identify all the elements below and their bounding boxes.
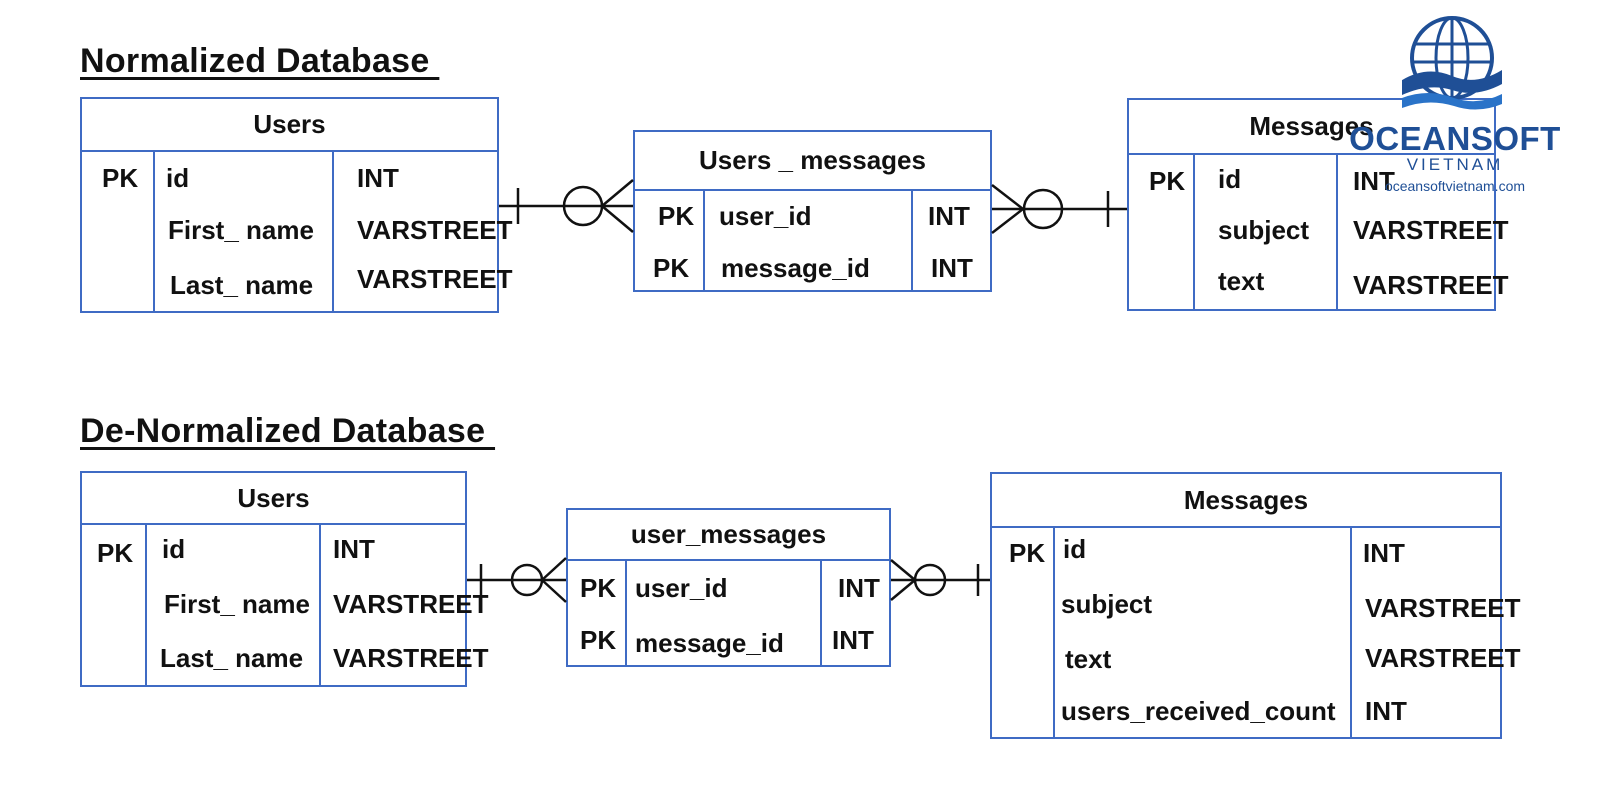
type-cell: INT (1353, 166, 1395, 196)
key-cell: PK (580, 625, 617, 655)
type-cell: VARSTREET (357, 264, 513, 294)
key-cell: PK (580, 573, 617, 603)
type-cell: INT (333, 534, 375, 564)
type-cell: VARSTREET (333, 589, 489, 619)
logo-name: OCEANSOFT (1349, 120, 1561, 157)
relationship-users-messages-to-messages (991, 184, 1127, 234)
table-header: Messages (992, 474, 1500, 528)
column-divider (1350, 526, 1352, 737)
relationship-users-to-users-messages (499, 179, 634, 233)
column-divider (625, 559, 627, 665)
column-divider (319, 523, 321, 685)
denormalized-user-messages-table: user_messages PK user_id INT PK message_… (566, 508, 891, 667)
relationship-users-to-user-messages (467, 557, 567, 603)
table-header: user_messages (568, 510, 889, 561)
denormalized-section-title: De-Normalized Database (80, 412, 496, 450)
type-cell: VARSTREET (1365, 643, 1521, 673)
field-cell: text (1218, 266, 1265, 296)
field-cell: id (1063, 534, 1087, 564)
normalized-messages-table: Messages PK id INT subject VARSTREET tex… (1127, 98, 1509, 311)
column-divider (153, 150, 155, 311)
field-cell: id (162, 534, 186, 564)
key-cell: PK (1009, 538, 1046, 568)
key-cell: PK (1149, 166, 1186, 196)
key-cell: PK (102, 163, 139, 193)
type-cell: INT (928, 201, 970, 231)
normalized-section-title: Normalized Database (80, 42, 440, 80)
field-cell: message_id (721, 253, 870, 283)
field-cell: subject (1061, 589, 1153, 619)
field-cell: user_id (719, 201, 812, 231)
column-divider (332, 150, 334, 311)
field-cell: First_ name (168, 215, 314, 245)
logo-subtitle: VIETNAM (1406, 155, 1504, 174)
type-cell: VARSTREET (333, 643, 489, 673)
table-header: Users _ messages (635, 132, 990, 191)
type-cell: VARSTREET (357, 215, 513, 245)
column-divider (1193, 153, 1195, 309)
key-cell: PK (658, 201, 695, 231)
column-divider (1053, 526, 1055, 737)
column-divider (820, 559, 822, 665)
column-divider (911, 189, 913, 290)
type-cell: INT (832, 625, 874, 655)
field-cell: First_ name (164, 589, 310, 619)
type-cell: VARSTREET (1353, 215, 1509, 245)
field-cell: user_id (635, 573, 728, 603)
oceansoft-logo: OCEANSOFT VIETNAM oceansoftvietnam.com (1340, 12, 1570, 202)
key-cell: PK (653, 253, 690, 283)
type-cell: VARSTREET (1353, 270, 1509, 300)
normalized-users-messages-table: Users _ messages PK user_id INT PK messa… (633, 130, 992, 292)
column-divider (145, 523, 147, 685)
type-cell: INT (931, 253, 973, 283)
column-divider (703, 189, 705, 290)
type-cell: VARSTREET (1365, 593, 1521, 623)
field-cell: id (166, 163, 190, 193)
key-cell: PK (97, 538, 134, 568)
normalized-users-table: Users PK id INT First_ name VARSTREET La… (80, 97, 513, 313)
field-cell: id (1218, 164, 1242, 194)
field-cell: text (1065, 644, 1112, 674)
column-divider (1336, 153, 1338, 309)
type-cell: INT (357, 163, 399, 193)
table-header: Users (82, 473, 465, 525)
type-cell: INT (1363, 538, 1405, 568)
field-cell: Last_ name (160, 643, 304, 673)
field-cell: message_id (635, 628, 784, 658)
logo-url: oceansoftvietnam.com (1384, 178, 1526, 194)
table-header: Messages (1129, 100, 1494, 155)
relationship-user-messages-to-messages (890, 559, 990, 601)
denormalized-users-table: Users PK id INT First_ name VARSTREET La… (80, 471, 489, 687)
table-header: Users (82, 99, 497, 152)
field-cell: Last_ name (170, 270, 314, 300)
field-cell: subject (1218, 215, 1310, 245)
field-cell: users_received_count (1061, 696, 1336, 726)
type-cell: INT (838, 573, 880, 603)
type-cell: INT (1365, 696, 1407, 726)
denormalized-messages-table: Messages PK id INT subject VARSTREET tex… (990, 472, 1521, 739)
globe-wave-icon (1402, 16, 1502, 110)
